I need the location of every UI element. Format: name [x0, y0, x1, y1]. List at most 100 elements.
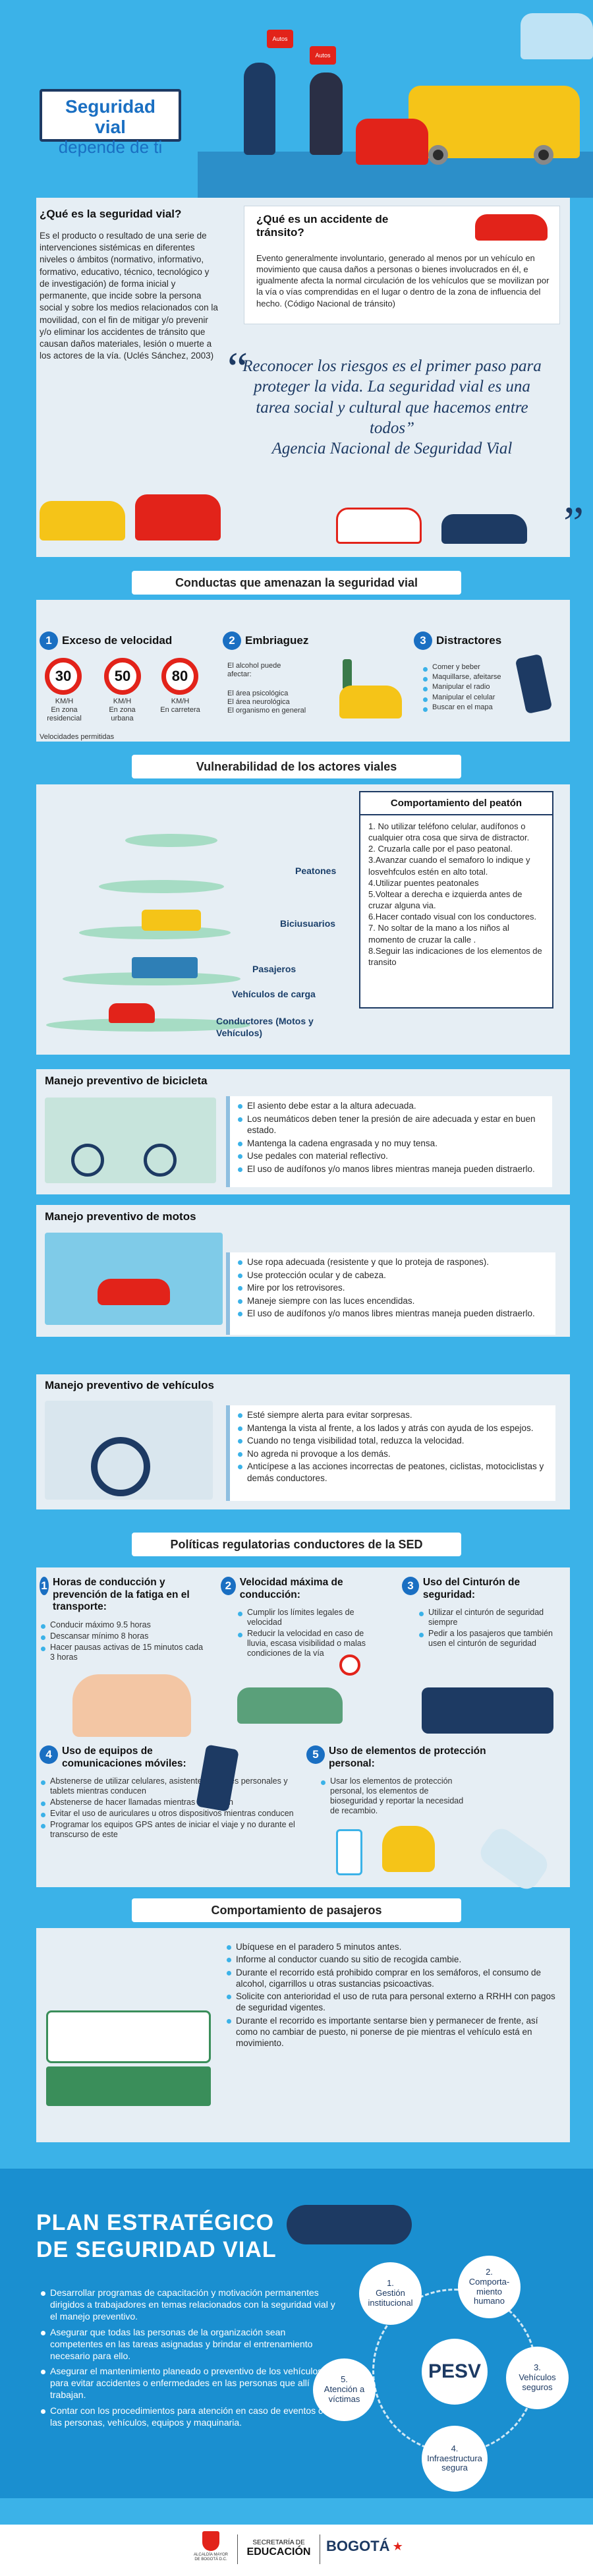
hero-title: Seguridad vial — [65, 96, 155, 137]
policy-5: 5 Uso de elementos de protección persona… — [306, 1745, 567, 1817]
threat-drunk-header: 2 Embriaguez — [223, 631, 308, 650]
pillar-1-label: Gestión institucional — [368, 2288, 413, 2308]
plan-item: Asegurar que todas las personas de la or… — [40, 2327, 336, 2362]
seatbelt-illustration — [422, 1687, 553, 1734]
speed-80-zone: En carretera — [160, 706, 200, 715]
quote: Reconocer los riesgos es el primer paso … — [237, 356, 547, 459]
threat-speed-header: 1 Exceso de velocidad — [40, 631, 172, 650]
person-right-illustration — [310, 73, 343, 155]
hero-back-car — [521, 13, 593, 59]
policy-4-list: Abstenerse de utilizar celulares, asiste… — [40, 1776, 300, 1840]
hero-sign-right-label: Autos — [315, 52, 331, 59]
alcohol-item: El área neurológica — [227, 698, 290, 707]
vehicles-box: Esté siempre alerta para evitar sorpresa… — [226, 1405, 555, 1501]
hero-subtitle: depende de ti — [58, 136, 163, 157]
actor-passengers: Pasajeros — [252, 964, 296, 974]
pillar-4-label: Infraestructura segura — [427, 2453, 482, 2473]
speed-30-unit: KM/H — [55, 697, 74, 705]
pedestrian-text: 1. No utilizar teléfono celular, audífon… — [368, 821, 542, 967]
alcaldia-label: ALCALDÍA MAYOR DE BOGOTÁ D.C. — [194, 2553, 228, 2561]
no-speed-sign-icon — [339, 1654, 360, 1676]
hero: Seguridad vial depende de ti Autos Autos — [0, 0, 593, 198]
distractor-item: Manipular el radio — [422, 683, 507, 692]
passenger-item: Solicite con anterioridad el uso de ruta… — [225, 1991, 558, 2014]
plan-item: Desarrollar programas de capacitación y … — [40, 2287, 336, 2323]
bicycle-list: El asiento debe estar a la altura adecua… — [237, 1100, 546, 1175]
plan-item: Contar con los procedimientos para atenc… — [40, 2405, 336, 2429]
pillar-5-number: 5. — [341, 2374, 348, 2385]
distractor-item: Buscar en el mapa — [422, 703, 507, 712]
policy-3: 3 Uso del Cinturón de seguridad: Utiliza… — [402, 1577, 563, 1650]
passenger-item: Durante el recorrido está prohibido comp… — [225, 1967, 558, 1990]
speeds-caption: Velocidades permitidas — [40, 733, 115, 741]
policy-3-item: Pedir a los pasajeros que también usen e… — [418, 1629, 563, 1649]
policy-1-number: 1 — [40, 1577, 49, 1595]
actor-drivers: Conductores (Motos y Vehículos) — [216, 1016, 314, 1039]
policy-1: 1 Horas de conducción y prevención de la… — [40, 1577, 208, 1664]
motorcycle-box: Use ropa adecuada (resistente y que lo p… — [226, 1252, 555, 1335]
wheel-icon — [144, 1144, 177, 1177]
intro-yellow-car — [40, 501, 125, 541]
accident-text: Evento generalmente involuntario, genera… — [256, 253, 550, 308]
passenger-item: Durante el recorrido es importante senta… — [225, 2015, 558, 2049]
passenger-item: Ubíquese en el paradero 5 minutos antes. — [225, 1941, 558, 1952]
policy-5-item: Usar los elementos de protección persona… — [320, 1776, 471, 1816]
vulnerability-title: Vulnerabilidad de los actores viales — [132, 755, 461, 778]
actor-cargo: Vehículos de carga — [232, 989, 316, 999]
intro-red-car — [135, 494, 221, 541]
wheel-icon — [71, 1144, 104, 1177]
what-is-text: Es el producto o resultado de una serie … — [40, 231, 218, 361]
speed-30-zone: En zona residencial — [47, 706, 82, 723]
motorcycle-item: El uso de audífonos y/o manos libres mie… — [237, 1308, 549, 1320]
policy-2-item: Cumplir los límites legales de velocidad — [237, 1608, 376, 1627]
policies-title: Políticas regulatorias conductores de la… — [132, 1533, 461, 1556]
motorcycle-list: Use ropa adecuada (resistente y que lo p… — [237, 1256, 549, 1320]
motorcycle-title: Manejo preventivo de motos — [45, 1210, 196, 1223]
steering-wheel-icon — [91, 1437, 150, 1496]
quote-text: Reconocer los riesgos es el primer paso … — [242, 357, 542, 437]
alcohol-intro: El alcohol puede afectar: — [227, 662, 281, 679]
threat-3-label: Distractores — [436, 634, 502, 647]
policy-1-item: Conducir máximo 9.5 horas — [40, 1620, 208, 1630]
gloves-icon — [382, 1826, 435, 1872]
accident-card: ¿Qué es un accidente de tránsito? Evento… — [244, 206, 560, 324]
what-is-title: ¿Qué es la seguridad vial? — [40, 208, 182, 220]
bicycle-illustration — [45, 1098, 216, 1183]
threat-1-label: Exceso de velocidad — [62, 634, 173, 647]
policy-3-item: Utilizar el cinturón de seguridad siempr… — [418, 1608, 563, 1627]
platform-cyclists — [99, 880, 224, 893]
accident-car-illustration — [475, 214, 548, 241]
bus-icon — [142, 910, 201, 931]
pesv-center-label: PESV — [428, 2360, 482, 2382]
policy-4-item: Evitar el uso de auriculares u otros dis… — [40, 1809, 300, 1819]
passengers-title: Comportamiento de pasajeros — [132, 1898, 461, 1922]
wheel-icon — [428, 145, 448, 165]
threat-1-number: 1 — [40, 631, 58, 650]
police-car-illustration — [441, 514, 527, 544]
policy-4-title: Uso de equipos de comunicaciones móviles… — [62, 1745, 186, 1769]
policy-1-list: Conducir máximo 9.5 horas Descansar míni… — [40, 1620, 208, 1662]
bogota-logo: BOGOTÁ ★ — [326, 2538, 403, 2555]
person-left-illustration — [244, 63, 275, 155]
speed-30-value: 30 — [55, 668, 72, 684]
hero-red-car — [356, 119, 428, 165]
alcaldia-logo: ALCALDÍA MAYOR DE BOGOTÁ D.C. — [191, 2531, 231, 2561]
policy-2-title: Velocidad máxima de conducción: — [239, 1577, 343, 1600]
policy-5-number: 5 — [306, 1745, 325, 1764]
fatigue-illustration — [72, 1674, 191, 1737]
speed-30-caption: KM/H En zona residencial — [40, 697, 89, 724]
motorcycle-item: Use protección ocular y de cabeza. — [237, 1270, 549, 1281]
accident-title: ¿Qué es un accidente de tránsito? — [256, 213, 389, 239]
actor-pedestrians: Peatones — [295, 865, 337, 876]
plan-title-line1: PLAN ESTRATÉGICO — [36, 2210, 275, 2235]
speed-50-value: 50 — [114, 668, 131, 684]
platform-pedestrians — [125, 834, 217, 847]
vehicles-item: No agreda ni provoque a los demás. — [237, 1448, 549, 1460]
quote-close-icon: „ — [563, 472, 584, 523]
speed-50-caption: KM/H En zona urbana — [98, 697, 147, 724]
vehicles-item: Esté siempre alerta para evitar sorpresa… — [237, 1409, 549, 1421]
policy-3-list: Utilizar el cinturón de seguridad siempr… — [402, 1608, 563, 1649]
speed-30-sign: 30 — [45, 658, 82, 695]
policy-1-title: Horas de conducción y prevención de la f… — [53, 1577, 190, 1613]
motorcycle-icon — [98, 1279, 170, 1305]
